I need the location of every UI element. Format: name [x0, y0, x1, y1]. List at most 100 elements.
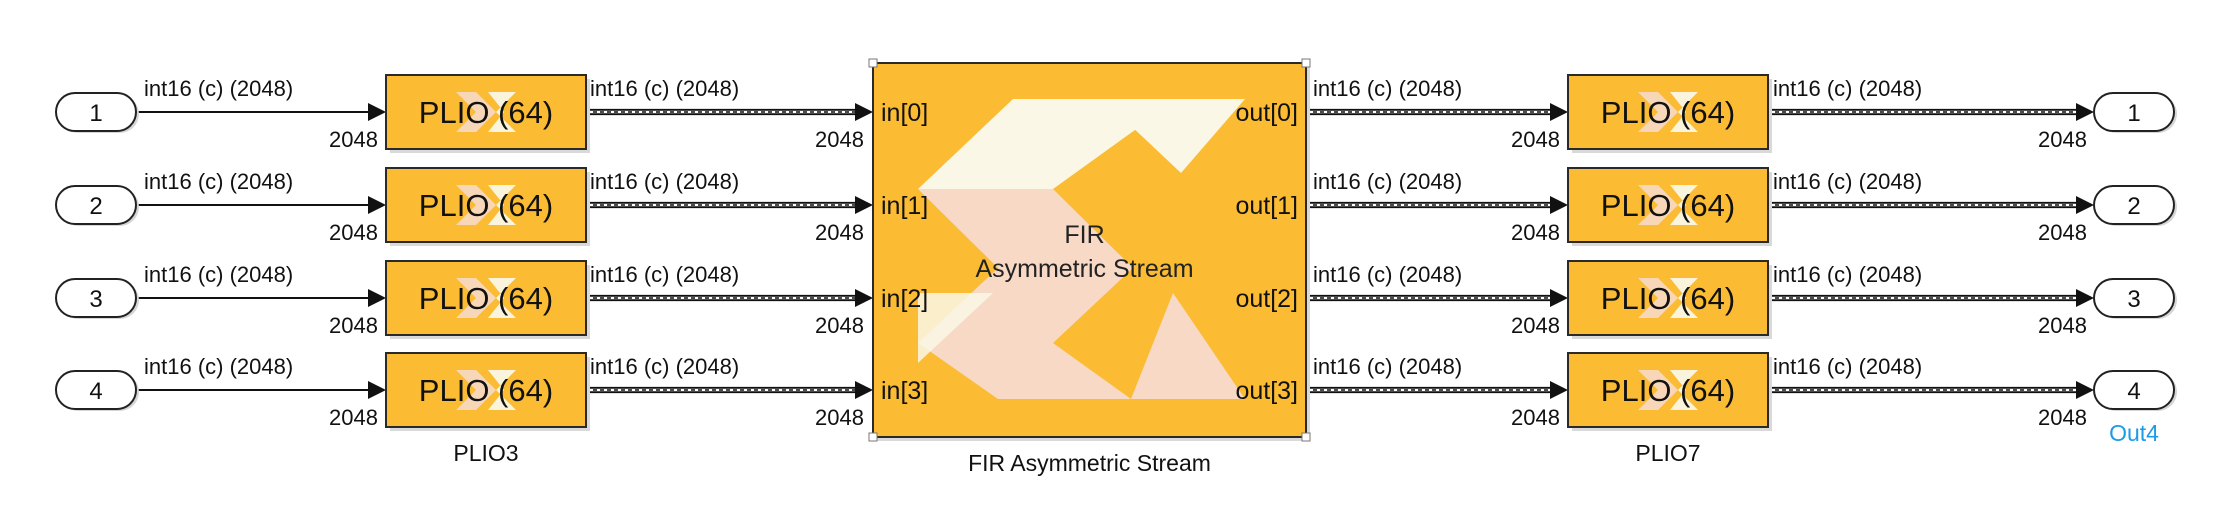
arrowhead [855, 381, 873, 399]
plio-block-label: PLIO (64) [419, 188, 553, 223]
port-body [2093, 185, 2175, 225]
plio-block-label: PLIO (64) [419, 95, 553, 130]
signal-line-in-3[interactable] [136, 289, 386, 307]
signal-width-label: 2048 [2038, 313, 2087, 338]
bus-line-plio-to-outport-3[interactable] [1768, 289, 2094, 307]
signal-label: int16 (c) (2048) [590, 169, 739, 194]
plio-block-body [385, 167, 587, 243]
bus-line-plio-to-outport-2[interactable] [1768, 196, 2094, 214]
output-plio-block-name: PLIO7 [1635, 440, 1700, 466]
bus-line-plio-to-fir-3[interactable] [586, 289, 873, 307]
input-plio-block-2[interactable]: PLIO (64) [385, 167, 590, 246]
inport-3[interactable]: 3 [55, 278, 139, 319]
port-number: 4 [89, 378, 102, 405]
fir-block-subtitle: Asymmetric Stream [975, 255, 1193, 283]
signal-label: int16 (c) (2048) [590, 354, 739, 379]
fir-input-port-label: in[1] [881, 192, 928, 220]
signal-line-in-2[interactable] [136, 196, 386, 214]
arrowhead [368, 289, 386, 307]
output-plio-block-1[interactable]: PLIO (64) [1567, 74, 1772, 153]
bus-line-fir-to-plio-3[interactable] [1306, 289, 1568, 307]
bus-line-fir-to-plio-4[interactable] [1306, 381, 1568, 399]
outport-1[interactable]: 1 [2093, 92, 2177, 133]
signal-width-label: 2048 [1511, 127, 1560, 152]
fir-block-title: FIR [1064, 221, 1104, 249]
input-plio-block-1[interactable]: PLIO (64) [385, 74, 590, 153]
xilinx-logo-watermark [1638, 92, 1698, 132]
fir-output-port-label: out[3] [1235, 377, 1298, 405]
arrowhead [1550, 289, 1568, 307]
selection-handle[interactable] [1301, 432, 1311, 442]
selection-handle[interactable] [868, 58, 878, 68]
signal-width-label: 2048 [815, 127, 864, 152]
outport-2[interactable]: 2 [2093, 185, 2177, 226]
outport-4[interactable]: 4 [2093, 370, 2177, 411]
bus-line-fir-to-plio-2[interactable] [1306, 196, 1568, 214]
signal-width-label: 2048 [2038, 127, 2087, 152]
port-body [2093, 370, 2175, 410]
signal-width-label: 2048 [329, 127, 378, 152]
signal-label: int16 (c) (2048) [1773, 354, 1922, 379]
xilinx-logo-watermark [456, 92, 516, 132]
signal-width-label: 2048 [1511, 405, 1560, 430]
fir-input-port-label: in[2] [881, 285, 928, 313]
bus-line-fir-to-plio-1[interactable] [1306, 103, 1568, 121]
arrowhead [855, 103, 873, 121]
xilinx-logo-watermark [456, 278, 516, 318]
arrowhead [2076, 196, 2094, 214]
inport-1[interactable]: 1 [55, 92, 139, 133]
xilinx-logo-watermark [918, 99, 1245, 399]
signal-line-in-4[interactable] [136, 381, 386, 399]
fir-asymmetric-stream-block[interactable]: FIR Asymmetric Stream in[0] out[0] in[1] out[… [868, 58, 1311, 442]
signal-label: int16 (c) (2048) [590, 262, 739, 287]
signal-label: int16 (c) (2048) [1313, 169, 1462, 194]
plio-block-label: PLIO (64) [1601, 281, 1735, 316]
port-body [55, 370, 137, 410]
xilinx-logo-watermark [456, 185, 516, 225]
fir-block-name: FIR Asymmetric Stream [968, 450, 1211, 476]
outport-3[interactable]: 3 [2093, 278, 2177, 319]
xilinx-logo-watermark [456, 370, 516, 410]
output-plio-block-2[interactable]: PLIO (64) [1567, 167, 1772, 246]
port-number: 4 [2127, 378, 2140, 405]
bus-line-plio-to-fir-4[interactable] [586, 381, 873, 399]
input-plio-block-4[interactable]: PLIO (64) [385, 352, 590, 431]
input-plio-block-3[interactable]: PLIO (64) [385, 260, 590, 339]
bus-line-plio-to-outport-1[interactable] [1768, 103, 2094, 121]
output-plio-block-4[interactable]: PLIO (64) [1567, 352, 1772, 431]
port-body [55, 278, 137, 318]
port-body [55, 92, 137, 132]
xilinx-logo-watermark [1638, 278, 1698, 318]
inport-2[interactable]: 2 [55, 185, 139, 226]
port-number: 2 [2127, 193, 2140, 220]
bus-line-plio-to-fir-1[interactable] [586, 103, 873, 121]
arrowhead [2076, 103, 2094, 121]
arrowhead [1550, 196, 1568, 214]
signal-label: int16 (c) (2048) [1773, 262, 1922, 287]
signal-line-in-1[interactable] [136, 103, 386, 121]
bus-line-plio-to-fir-2[interactable] [586, 196, 873, 214]
selection-handle[interactable] [868, 432, 878, 442]
signal-label: int16 (c) (2048) [144, 354, 293, 379]
signal-label: int16 (c) (2048) [144, 76, 293, 101]
output-plio-block-3[interactable]: PLIO (64) [1567, 260, 1772, 339]
arrowhead [855, 289, 873, 307]
fir-output-port-label: out[0] [1235, 99, 1298, 127]
fir-input-port-label: in[0] [881, 99, 928, 127]
signal-width-label: 2048 [1511, 313, 1560, 338]
signal-width-label: 2048 [2038, 220, 2087, 245]
inport-4[interactable]: 4 [55, 370, 139, 411]
signal-label: int16 (c) (2048) [144, 262, 293, 287]
signal-width-label: 2048 [329, 220, 378, 245]
selection-handle[interactable] [1301, 58, 1311, 68]
plio-block-label: PLIO (64) [1601, 188, 1735, 223]
port-number: 1 [2127, 100, 2140, 127]
xilinx-logo-watermark [1638, 370, 1698, 410]
arrowhead [2076, 381, 2094, 399]
bus-line-plio-to-outport-4[interactable] [1768, 381, 2094, 399]
arrowhead [1550, 103, 1568, 121]
signal-label: int16 (c) (2048) [1313, 76, 1462, 101]
arrowhead [368, 103, 386, 121]
plio-block-label: PLIO (64) [419, 281, 553, 316]
